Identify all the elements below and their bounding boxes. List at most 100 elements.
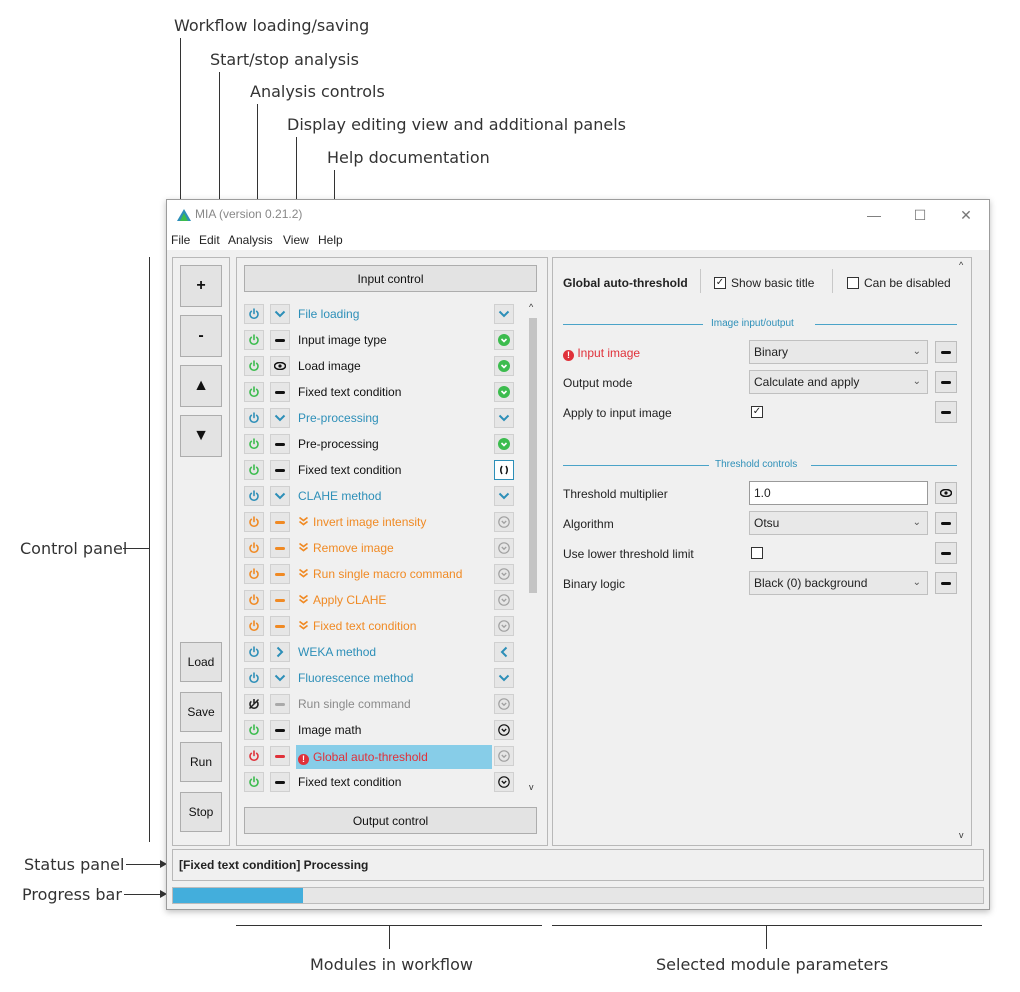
module-row[interactable]: Pre-processing xyxy=(242,406,522,432)
maximize-button[interactable]: ☐ xyxy=(913,207,927,223)
module-enable-toggle[interactable] xyxy=(244,772,264,792)
module-row[interactable]: Load image xyxy=(242,354,522,380)
module-visibility-toggle[interactable] xyxy=(270,616,290,636)
module-name[interactable]: File loading xyxy=(296,307,492,327)
module-enable-toggle[interactable] xyxy=(244,304,264,324)
module-name[interactable]: Load image xyxy=(296,359,492,379)
module-enable-toggle[interactable] xyxy=(244,460,264,480)
scroll-up-icon[interactable]: ^ xyxy=(529,302,534,312)
module-enable-toggle[interactable] xyxy=(244,642,264,662)
menu-file[interactable]: File xyxy=(171,233,191,247)
module-status-button[interactable] xyxy=(494,512,514,532)
module-row[interactable]: File loading xyxy=(242,302,522,328)
module-status-button[interactable] xyxy=(494,590,514,610)
output-control-button[interactable]: Output control xyxy=(244,807,537,834)
visibility-toggle-button[interactable] xyxy=(935,542,957,564)
move-up-button[interactable]: ▲ xyxy=(180,365,222,407)
module-visibility-toggle[interactable] xyxy=(270,460,290,480)
module-visibility-toggle[interactable] xyxy=(270,538,290,558)
module-enable-toggle[interactable] xyxy=(244,330,264,350)
minimize-button[interactable]: — xyxy=(867,207,881,223)
module-enable-toggle[interactable] xyxy=(244,746,264,766)
scroll-down-icon[interactable]: v xyxy=(959,830,964,840)
menu-analysis[interactable]: Analysis xyxy=(228,233,273,247)
module-row[interactable]: Fixed text condition xyxy=(242,614,522,640)
module-visibility-toggle[interactable] xyxy=(270,434,290,454)
module-name[interactable]: Fixed text condition xyxy=(296,463,492,483)
module-status-button[interactable] xyxy=(494,616,514,636)
module-name[interactable]: Input image type xyxy=(296,333,492,353)
module-row[interactable]: Run single command xyxy=(242,692,522,718)
module-enable-toggle[interactable] xyxy=(244,408,264,428)
module-enable-toggle[interactable] xyxy=(244,668,264,688)
menu-view[interactable]: View xyxy=(283,233,309,247)
show-basic-title-checkbox[interactable]: ✓ xyxy=(714,277,726,289)
module-visibility-toggle[interactable] xyxy=(270,564,290,584)
module-status-button[interactable] xyxy=(494,642,514,662)
module-row[interactable]: Image math xyxy=(242,718,522,744)
scroll-thumb[interactable] xyxy=(529,318,537,593)
stop-button[interactable]: Stop xyxy=(180,792,222,832)
module-row[interactable]: Apply CLAHE xyxy=(242,588,522,614)
module-visibility-toggle[interactable] xyxy=(270,356,290,376)
visibility-toggle-button[interactable] xyxy=(935,371,957,393)
module-row[interactable]: Fixed text condition xyxy=(242,380,522,406)
module-enable-toggle[interactable] xyxy=(244,356,264,376)
run-button[interactable]: Run xyxy=(180,742,222,782)
module-enable-toggle[interactable] xyxy=(244,720,264,740)
module-name[interactable]: Image math xyxy=(296,723,492,743)
move-down-button[interactable]: ▼ xyxy=(180,415,222,457)
scroll-up-icon[interactable]: ^ xyxy=(959,260,964,270)
visibility-toggle-button[interactable] xyxy=(935,482,957,504)
algorithm-dropdown[interactable]: Otsu⌄ xyxy=(749,511,928,535)
module-enable-toggle[interactable] xyxy=(244,434,264,454)
module-row[interactable]: Fixed text condition xyxy=(242,458,522,484)
module-name[interactable]: Invert image intensity xyxy=(296,515,492,535)
binary-logic-dropdown[interactable]: Black (0) background⌄ xyxy=(749,571,928,595)
module-name[interactable]: Fluorescence method xyxy=(296,671,492,691)
visibility-toggle-button[interactable] xyxy=(935,401,957,423)
module-status-button[interactable] xyxy=(494,694,514,714)
module-status-button[interactable] xyxy=(494,304,514,324)
input-image-dropdown[interactable]: Binary⌄ xyxy=(749,340,928,364)
module-visibility-toggle[interactable] xyxy=(270,746,290,766)
module-list-scrollbar[interactable]: ^ v xyxy=(526,302,540,796)
module-visibility-toggle[interactable] xyxy=(270,408,290,428)
module-row[interactable]: Pre-processing xyxy=(242,432,522,458)
load-button[interactable]: Load xyxy=(180,642,222,682)
module-status-button[interactable] xyxy=(494,538,514,558)
module-name[interactable]: Pre-processing xyxy=(296,437,492,457)
module-name[interactable]: Run single command xyxy=(296,697,492,717)
module-status-button[interactable] xyxy=(494,408,514,428)
scroll-down-icon[interactable]: v xyxy=(529,782,534,792)
module-visibility-toggle[interactable] xyxy=(270,720,290,740)
module-visibility-toggle[interactable] xyxy=(270,642,290,662)
menu-help[interactable]: Help xyxy=(318,233,343,247)
module-row[interactable]: Input image type xyxy=(242,328,522,354)
module-name[interactable]: Fixed text condition xyxy=(296,775,492,795)
module-visibility-toggle[interactable] xyxy=(270,590,290,610)
visibility-toggle-button[interactable] xyxy=(935,512,957,534)
module-name[interactable]: WEKA method xyxy=(296,645,492,665)
module-enable-toggle[interactable] xyxy=(244,382,264,402)
module-enable-toggle[interactable] xyxy=(244,486,264,506)
module-enable-toggle[interactable] xyxy=(244,564,264,584)
module-enable-toggle[interactable] xyxy=(244,694,264,714)
module-row[interactable]: !Global auto-threshold xyxy=(242,744,522,770)
module-name[interactable]: !Global auto-threshold xyxy=(296,745,492,769)
module-row[interactable]: Run single macro command xyxy=(242,562,522,588)
module-status-button[interactable] xyxy=(494,330,514,350)
module-status-button[interactable] xyxy=(494,668,514,688)
module-visibility-toggle[interactable] xyxy=(270,382,290,402)
module-status-button[interactable] xyxy=(494,434,514,454)
menu-edit[interactable]: Edit xyxy=(199,233,220,247)
module-enable-toggle[interactable] xyxy=(244,590,264,610)
module-status-button[interactable] xyxy=(494,746,514,766)
module-enable-toggle[interactable] xyxy=(244,512,264,532)
module-status-button[interactable] xyxy=(494,772,514,792)
module-status-button[interactable] xyxy=(494,382,514,402)
module-visibility-toggle[interactable] xyxy=(270,772,290,792)
module-name[interactable]: Run single macro command xyxy=(296,567,492,587)
module-status-button[interactable] xyxy=(494,720,514,740)
module-visibility-toggle[interactable] xyxy=(270,330,290,350)
